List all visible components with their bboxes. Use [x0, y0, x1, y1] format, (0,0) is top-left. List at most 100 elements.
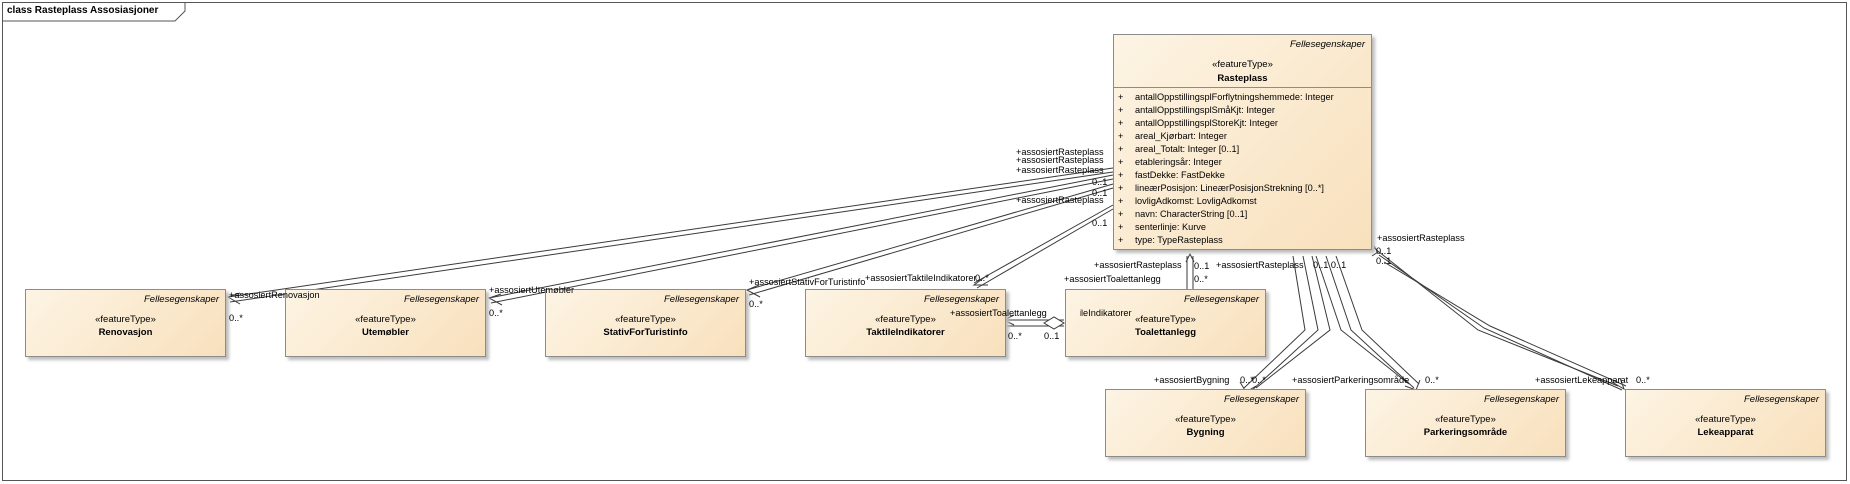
role-label: +assosiertToalettanlegg [1064, 274, 1161, 284]
class-name: Bygning [1186, 427, 1225, 438]
multiplicity-label: 0..* [1425, 375, 1439, 385]
role-label: +assosiertRasteplass [1216, 260, 1304, 270]
assoc-line-renovasjon-a [227, 167, 1114, 298]
class-tagline: Fellesegenskaper [404, 294, 479, 305]
class-stereotype: «featureType» [1212, 59, 1273, 70]
assoc-line-utemobler-b [490, 178, 1114, 304]
class-renovasjon[interactable]: Fellesegenskaper «featureType» Renovasjo… [25, 289, 226, 357]
class-utemobler[interactable]: Fellesegenskaper «featureType» Utemøbler [285, 289, 486, 357]
class-stereotype: «featureType» [1435, 414, 1496, 425]
assoc-line-bygning-a [1243, 255, 1306, 389]
attr-text: lovligAdkomst: LovligAdkomst [1135, 196, 1257, 206]
role-label: +assosiertRasteplass [1016, 155, 1104, 165]
class-toalettanlegg[interactable]: Fellesegenskaper «featureType» Toalettan… [1065, 289, 1266, 357]
multiplicity-label: 0..* [1636, 375, 1650, 385]
frame-title: class Rasteplass Assosiasjoner [7, 5, 159, 16]
multiplicity-label: 0..* [229, 313, 243, 323]
attribute-compartment: + antallOppstillingsplForflytningshemmede… [1114, 87, 1371, 248]
attr-visibility: + [1118, 209, 1124, 219]
class-bygning[interactable]: Fellesegenskaper «featureType» Bygning [1105, 389, 1306, 457]
class-tagline: Fellesegenskaper [1744, 394, 1819, 405]
role-label: +assosiertParkeringsområde [1292, 375, 1410, 385]
class-name: Renovasjon [98, 327, 153, 338]
class-tagline: Fellesegenskaper [664, 294, 739, 305]
attr-text: antallOppstillingsplSmåKjt: Integer [1135, 105, 1275, 115]
multiplicity-label: 0..* [975, 273, 989, 283]
frame-tab-outline [3, 3, 186, 22]
arrowhead-renovasjon [226, 292, 241, 305]
class-taktile-indikatorer[interactable]: Fellesegenskaper «featureType» TaktileIn… [805, 289, 1006, 357]
multiplicity-label: 0..1 [1376, 256, 1392, 266]
role-label: +assosiertLekeapparat [1535, 375, 1629, 385]
attribute-row: +navn: CharacterString [0..1] [1114, 209, 1371, 222]
class-stereotype: «featureType» [1695, 414, 1756, 425]
attr-visibility: + [1118, 157, 1124, 167]
class-name: Rasteplass [1217, 73, 1268, 84]
assoc-line-renovasjon-b [229, 171, 1114, 303]
role-label: +assosiertToalettanlegg [950, 308, 1047, 318]
class-stereotype: «featureType» [1135, 314, 1196, 325]
class-stereotype: «featureType» [355, 314, 416, 325]
class-stativ-for-turistinfo[interactable]: Fellesegenskaper «featureType» StativFor… [545, 289, 746, 357]
assoc-line-parkering-c [1335, 255, 1420, 385]
multiplicity-label: 0..* [1252, 375, 1266, 385]
assoc-line-stativ-a [746, 183, 1114, 291]
class-name: Toalettanlegg [1134, 327, 1197, 338]
attr-text: antallOppstillingsplStoreKjt: Integer [1135, 118, 1278, 128]
attribute-row: + areal_Totalt: Integer [0..1] [1114, 144, 1371, 157]
role-label: +assosiertUtemøbler [489, 285, 575, 295]
class-name: TaktileIndikatorer [866, 327, 945, 338]
arrowhead-lekeapparat [1611, 377, 1625, 391]
assoc-line-stativ-b [748, 187, 1114, 296]
attr-visibility: + [1118, 105, 1124, 115]
multiplicity-label: 0..* [749, 299, 763, 309]
multiplicity-label: 0..* [1240, 375, 1254, 385]
attr-text: areal_Totalt: Integer [0..1] [1135, 144, 1240, 154]
assoc-line-lekeapparat-a [1373, 247, 1619, 387]
multiplicity-label: 0..1 [1376, 246, 1392, 256]
attr-text: senterlinje: Kurve [1135, 222, 1206, 232]
role-label: +assosiertRasteplass [1094, 260, 1182, 270]
attribute-row: +lovligAdkomst: LovligAdkomst [1114, 196, 1371, 209]
class-lekeapparat[interactable]: Fellesegenskaper «featureType» Lekeappar… [1625, 389, 1826, 457]
role-label: +assosiertTaktileIndikatorer [1080, 308, 1132, 318]
attr-text: antallOppstillingsplForflytningshemmede:… [1135, 92, 1334, 102]
attribute-row: +etableringsår: Integer [1114, 157, 1371, 170]
class-name: Parkeringsområde [1423, 427, 1508, 438]
class-rasteplass[interactable]: Fellesegenskaper «featureType» Rasteplas… [1113, 34, 1372, 250]
multiplicity-label: 0..1 [1194, 261, 1210, 271]
class-tagline: Fellesegenskaper [924, 294, 999, 305]
assoc-line-utemobler-a [488, 174, 1114, 299]
class-tagline: Fellesegenskaper [1224, 394, 1299, 405]
class-tagline: Fellesegenskaper [1184, 294, 1259, 305]
attribute-row: +antallOppstillingsplStoreKjt: Integer [1114, 118, 1371, 131]
attr-visibility: + [1118, 183, 1124, 193]
class-stereotype: «featureType» [615, 314, 676, 325]
assoc-line-taktile-a [973, 204, 1114, 284]
multiplicity-label: 0..1 [1092, 188, 1108, 198]
arrowhead-taktile [972, 276, 988, 286]
assoc-line-bygning-b [1249, 255, 1319, 393]
assoc-line-bygning-c [1255, 255, 1331, 389]
attribute-row: + lineærPosisjon: LineærPosisjonStrekning… [1114, 183, 1371, 196]
multiplicity-label: 0..1 0..1 [1313, 260, 1347, 270]
arrowhead-stativ [745, 284, 761, 298]
role-label: +assosiertRasteplass [1016, 165, 1104, 175]
multiplicity-label: 0..* [1008, 331, 1022, 341]
role-label: +assosiertStativForTuristinfo [749, 277, 866, 287]
class-name: StativForTuristinfo [603, 327, 688, 338]
class-stereotype: «featureType» [875, 314, 936, 325]
attr-text: fastDekke: FastDekke [1135, 170, 1225, 180]
attr-visibility: + [1118, 144, 1124, 154]
assoc-line-lekeapparat-b [1378, 254, 1623, 391]
attr-text: lineærPosisjon: LineærPosisjonStrekning … [1135, 183, 1324, 193]
multiplicity-label: 0..1 [1092, 177, 1108, 187]
attribute-row: + antallOppstillingsplForflytningshemmede… [1114, 92, 1371, 105]
attribute-row: +senterlinje: Kurve [1114, 222, 1371, 235]
attr-visibility: + [1118, 92, 1124, 102]
class-parkeringsomrade[interactable]: Fellesegenskaper «featureType» Parkering… [1365, 389, 1566, 457]
arrowhead-rasteplass-right [1371, 245, 1379, 257]
assoc-line-parkering-b [1325, 255, 1415, 389]
